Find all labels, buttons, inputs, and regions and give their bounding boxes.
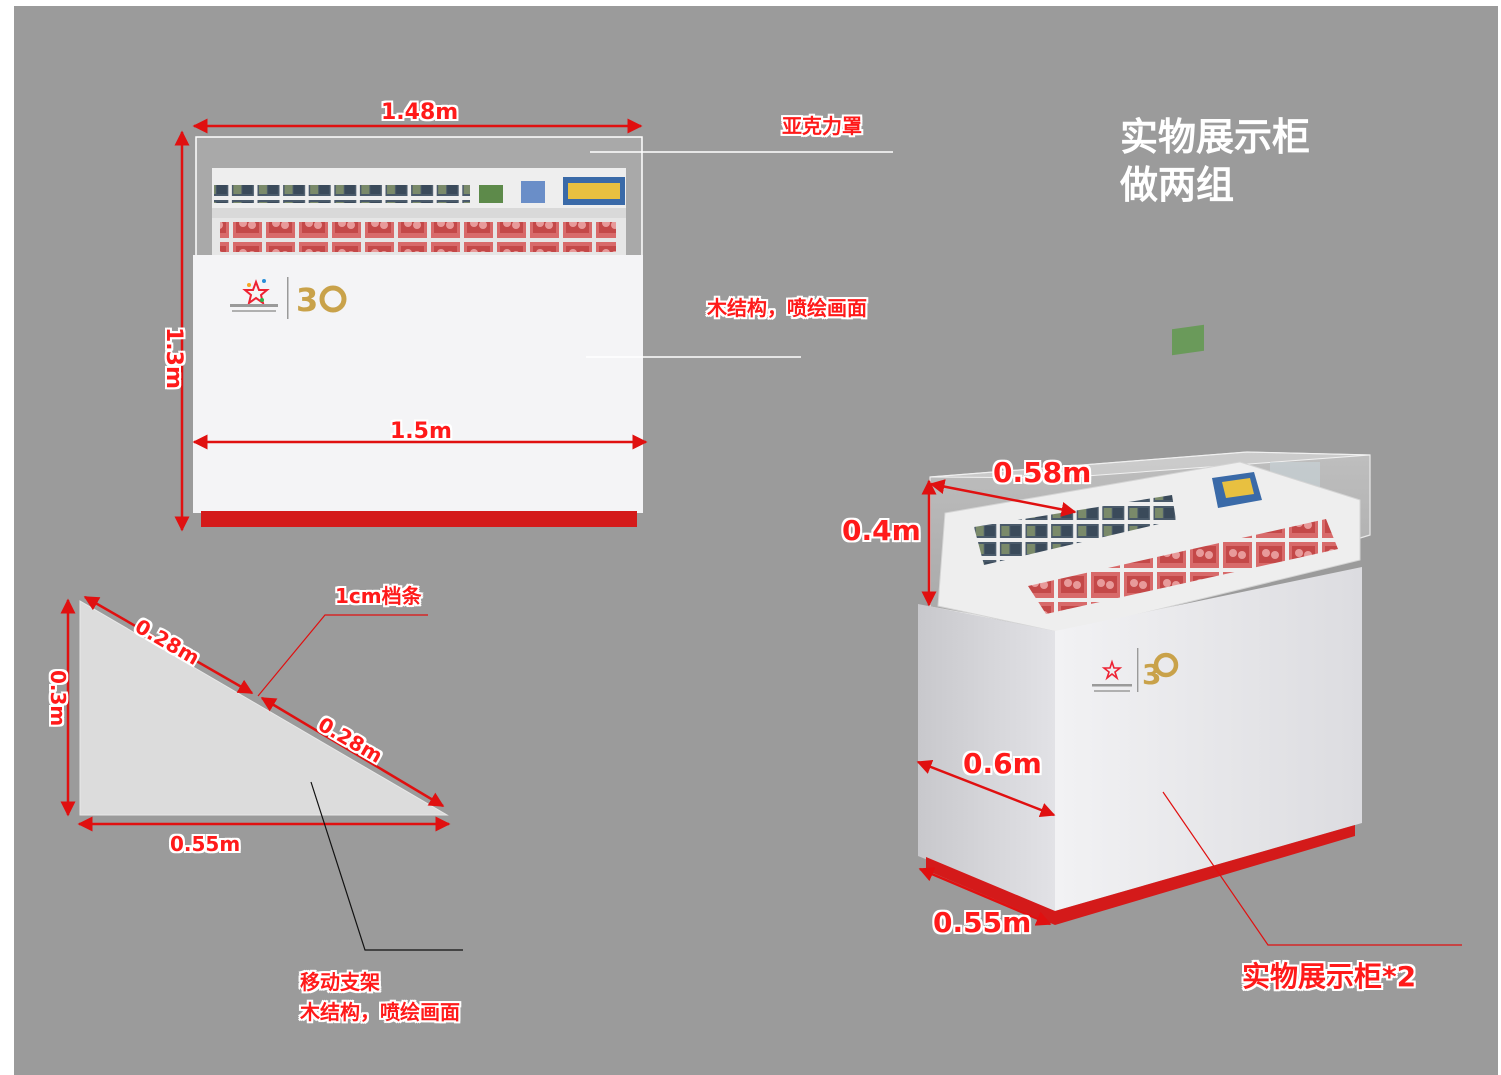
acrylic-cover-label: 亚克力罩	[782, 114, 862, 138]
page-title-line1: 实物展示柜	[1120, 115, 1311, 159]
perspective-cabinet: 3	[918, 324, 1371, 925]
dim-top-depth: 0.58m	[993, 456, 1092, 489]
svg-text:3: 3	[296, 281, 318, 319]
triangle-dimensions	[60, 595, 451, 832]
perspective-logo: 3	[1092, 648, 1179, 692]
perspective-upper-cards	[974, 495, 1176, 565]
dim-width-body: 1.5m	[390, 419, 452, 444]
cabinet-front	[1055, 567, 1362, 911]
dim-base-depth: 0.55m	[933, 906, 1032, 939]
dim-stand-base: 0.55m	[170, 832, 241, 856]
dim-width-top: 1.48m	[381, 100, 459, 125]
wood-structure-label: 木结构，喷绘画面	[707, 296, 867, 320]
strip-label: 1cm档条	[335, 584, 422, 608]
front-view-cabinet: 3	[193, 136, 643, 527]
perspective-leader	[1162, 791, 1462, 946]
stand-label-line2: 木结构，喷绘画面	[300, 1000, 460, 1024]
dim-cover-height: 0.4m	[842, 514, 921, 547]
stand-label-line1: 移动支架	[300, 970, 380, 994]
cabinet-side	[918, 604, 1055, 911]
blue-card	[521, 181, 545, 203]
display-cabinet-callout: 实物展示柜*2	[1242, 960, 1417, 993]
dim-stand-height: 0.3m	[46, 670, 70, 727]
lower-card-row	[220, 222, 616, 252]
cabinet-base	[201, 511, 637, 527]
dim-height: 1.3m	[161, 327, 186, 389]
triangle-leaders	[257, 614, 428, 697]
upper-card-row	[214, 185, 470, 203]
perspective-dimensions	[916, 479, 1077, 926]
cabinet-body-front	[193, 255, 643, 513]
green-card	[479, 185, 503, 203]
perspective-lower-cards	[1028, 519, 1338, 614]
stand-leader	[310, 781, 463, 951]
front-view-leaders	[586, 151, 893, 358]
sports-lottery-logo: 3	[230, 277, 347, 319]
front-view-dimensions	[174, 118, 648, 532]
cabinet-base-red	[1055, 825, 1355, 925]
dim-body-depth: 0.6m	[963, 747, 1042, 780]
page-title-line2: 做两组	[1120, 163, 1235, 207]
